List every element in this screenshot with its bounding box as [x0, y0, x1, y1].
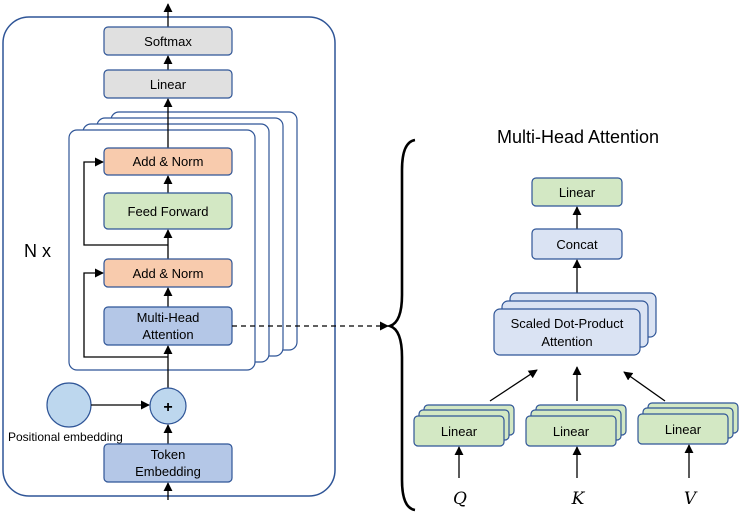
linear-label: Linear [150, 77, 187, 92]
q-label: Q [453, 489, 467, 509]
positional-circle [46, 382, 92, 428]
k-label: K [571, 489, 586, 509]
token-label-line2: Embedding [135, 464, 201, 479]
linear-k-label: Linear [553, 424, 590, 439]
concat-label: Concat [556, 237, 598, 252]
linear-box [103, 69, 233, 99]
add-norm-top-label: Add & Norm [133, 154, 204, 169]
add-norm-top-box [103, 147, 233, 176]
feed-forward-box [103, 192, 233, 230]
sdpa-label-line1: Scaled Dot-Product [511, 316, 624, 331]
curly-brace [385, 138, 416, 512]
plus-symbol: + [163, 399, 172, 416]
softmax-label: Softmax [144, 34, 192, 49]
linear-k-front [525, 415, 617, 447]
token-label-line1: Token [151, 447, 186, 462]
arrow-q-to-sdpa [489, 369, 538, 402]
token-embedding-box [103, 443, 233, 483]
linear-q-front [413, 415, 505, 447]
linear-v-label: Linear [665, 422, 702, 437]
mha-linear-top-box [531, 177, 623, 207]
add-norm-bottom-box [103, 258, 233, 288]
mha-label-line1: Multi-Head [137, 310, 200, 325]
linear-q-label: Linear [441, 424, 478, 439]
positional-label: Positional embedding [8, 430, 123, 444]
feed-forward-label: Feed Forward [128, 204, 209, 219]
mha-title: Multi-Head Attention [497, 127, 659, 147]
residual-mha [83, 268, 168, 358]
repeat-label: N x [24, 241, 51, 261]
mha-label-line2: Attention [142, 327, 193, 342]
add-norm-bottom-label: Add & Norm [133, 266, 204, 281]
v-label: V [684, 489, 698, 509]
sdpa-label-line2: Attention [541, 334, 592, 349]
plus-circle [149, 387, 187, 425]
mha-linear-top-label: Linear [559, 185, 596, 200]
sdpa-box-front [493, 308, 641, 356]
arrow-v-to-sdpa [623, 371, 666, 402]
residual-ff [83, 157, 168, 246]
softmax-box [103, 26, 233, 56]
linear-v-front [637, 413, 729, 445]
concat-box [531, 228, 623, 260]
